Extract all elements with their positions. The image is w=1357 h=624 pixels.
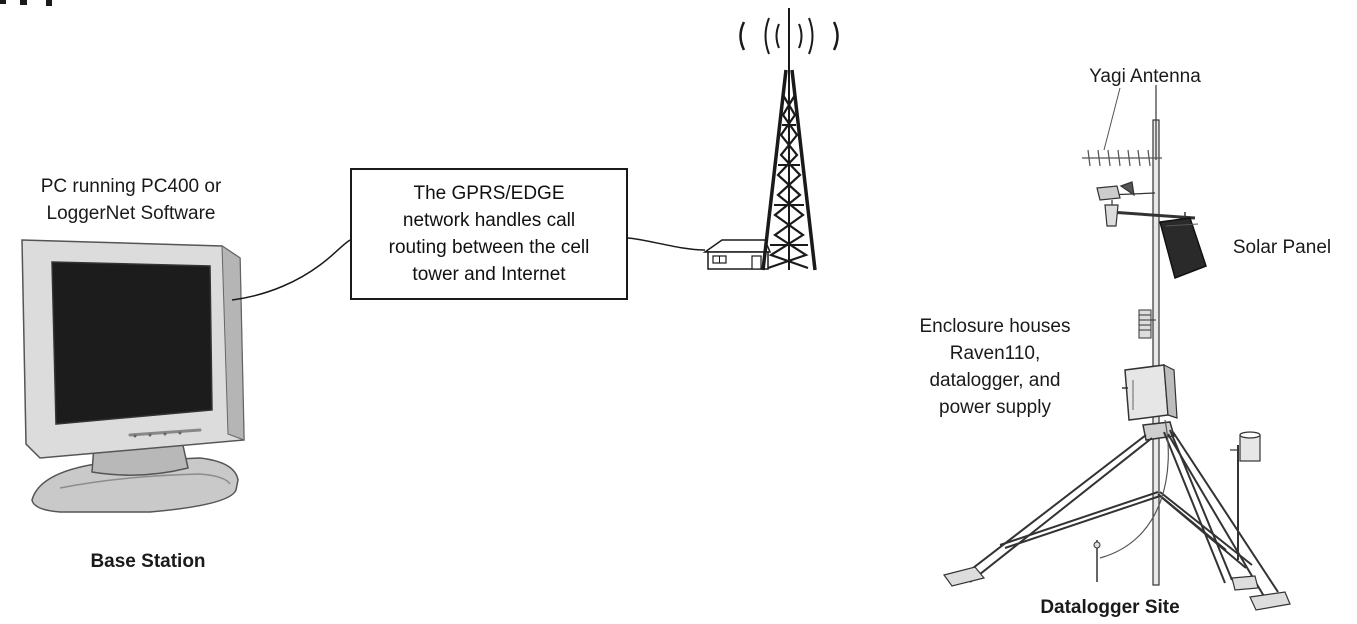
callout-line-4: tower and Internet bbox=[412, 264, 566, 285]
enclosure-label: Enclosure houses Raven110, datalogger, a… bbox=[890, 313, 1100, 421]
enclosure-line-3: datalogger, and bbox=[929, 370, 1061, 391]
wind-sensor bbox=[1096, 181, 1156, 212]
base-station-caption: Base Station bbox=[90, 551, 206, 572]
enclosure-line-1: Enclosure houses bbox=[919, 316, 1071, 337]
callout-line-1: The GPRS/EDGE bbox=[413, 183, 565, 204]
weather-station bbox=[942, 85, 1291, 611]
network-callout-box: The GPRS/EDGE network handles call routi… bbox=[350, 168, 628, 300]
equipment-building bbox=[702, 239, 772, 270]
solar-panel-label: Solar Panel bbox=[1232, 237, 1332, 258]
callout-line-2: network handles call bbox=[402, 210, 576, 231]
pc-label-line1: PC running PC400 or bbox=[40, 176, 222, 197]
solar-panel bbox=[1159, 217, 1207, 280]
datalogger-site-caption: Datalogger Site bbox=[1040, 597, 1180, 618]
yagi-antenna bbox=[1082, 149, 1162, 167]
radiation-shield bbox=[1138, 309, 1156, 339]
network-to-tower-line bbox=[627, 237, 706, 251]
clipped-heading-fragment bbox=[0, 0, 52, 6]
pc-monitor bbox=[21, 239, 245, 513]
callout-line-3: routing between the cell bbox=[388, 237, 590, 258]
rain-gauge bbox=[1230, 431, 1261, 560]
enclosure bbox=[1122, 363, 1178, 421]
cell-tower bbox=[739, 8, 839, 271]
monitor-to-network-line bbox=[231, 239, 351, 301]
pc-label-line2: LoggerNet Software bbox=[46, 203, 216, 224]
yagi-antenna-label: Yagi Antenna bbox=[1089, 66, 1201, 87]
enclosure-line-4: power supply bbox=[939, 397, 1051, 418]
enclosure-line-2: Raven110, bbox=[949, 343, 1041, 364]
pc-label: PC running PC400 or LoggerNet Software bbox=[6, 173, 256, 227]
